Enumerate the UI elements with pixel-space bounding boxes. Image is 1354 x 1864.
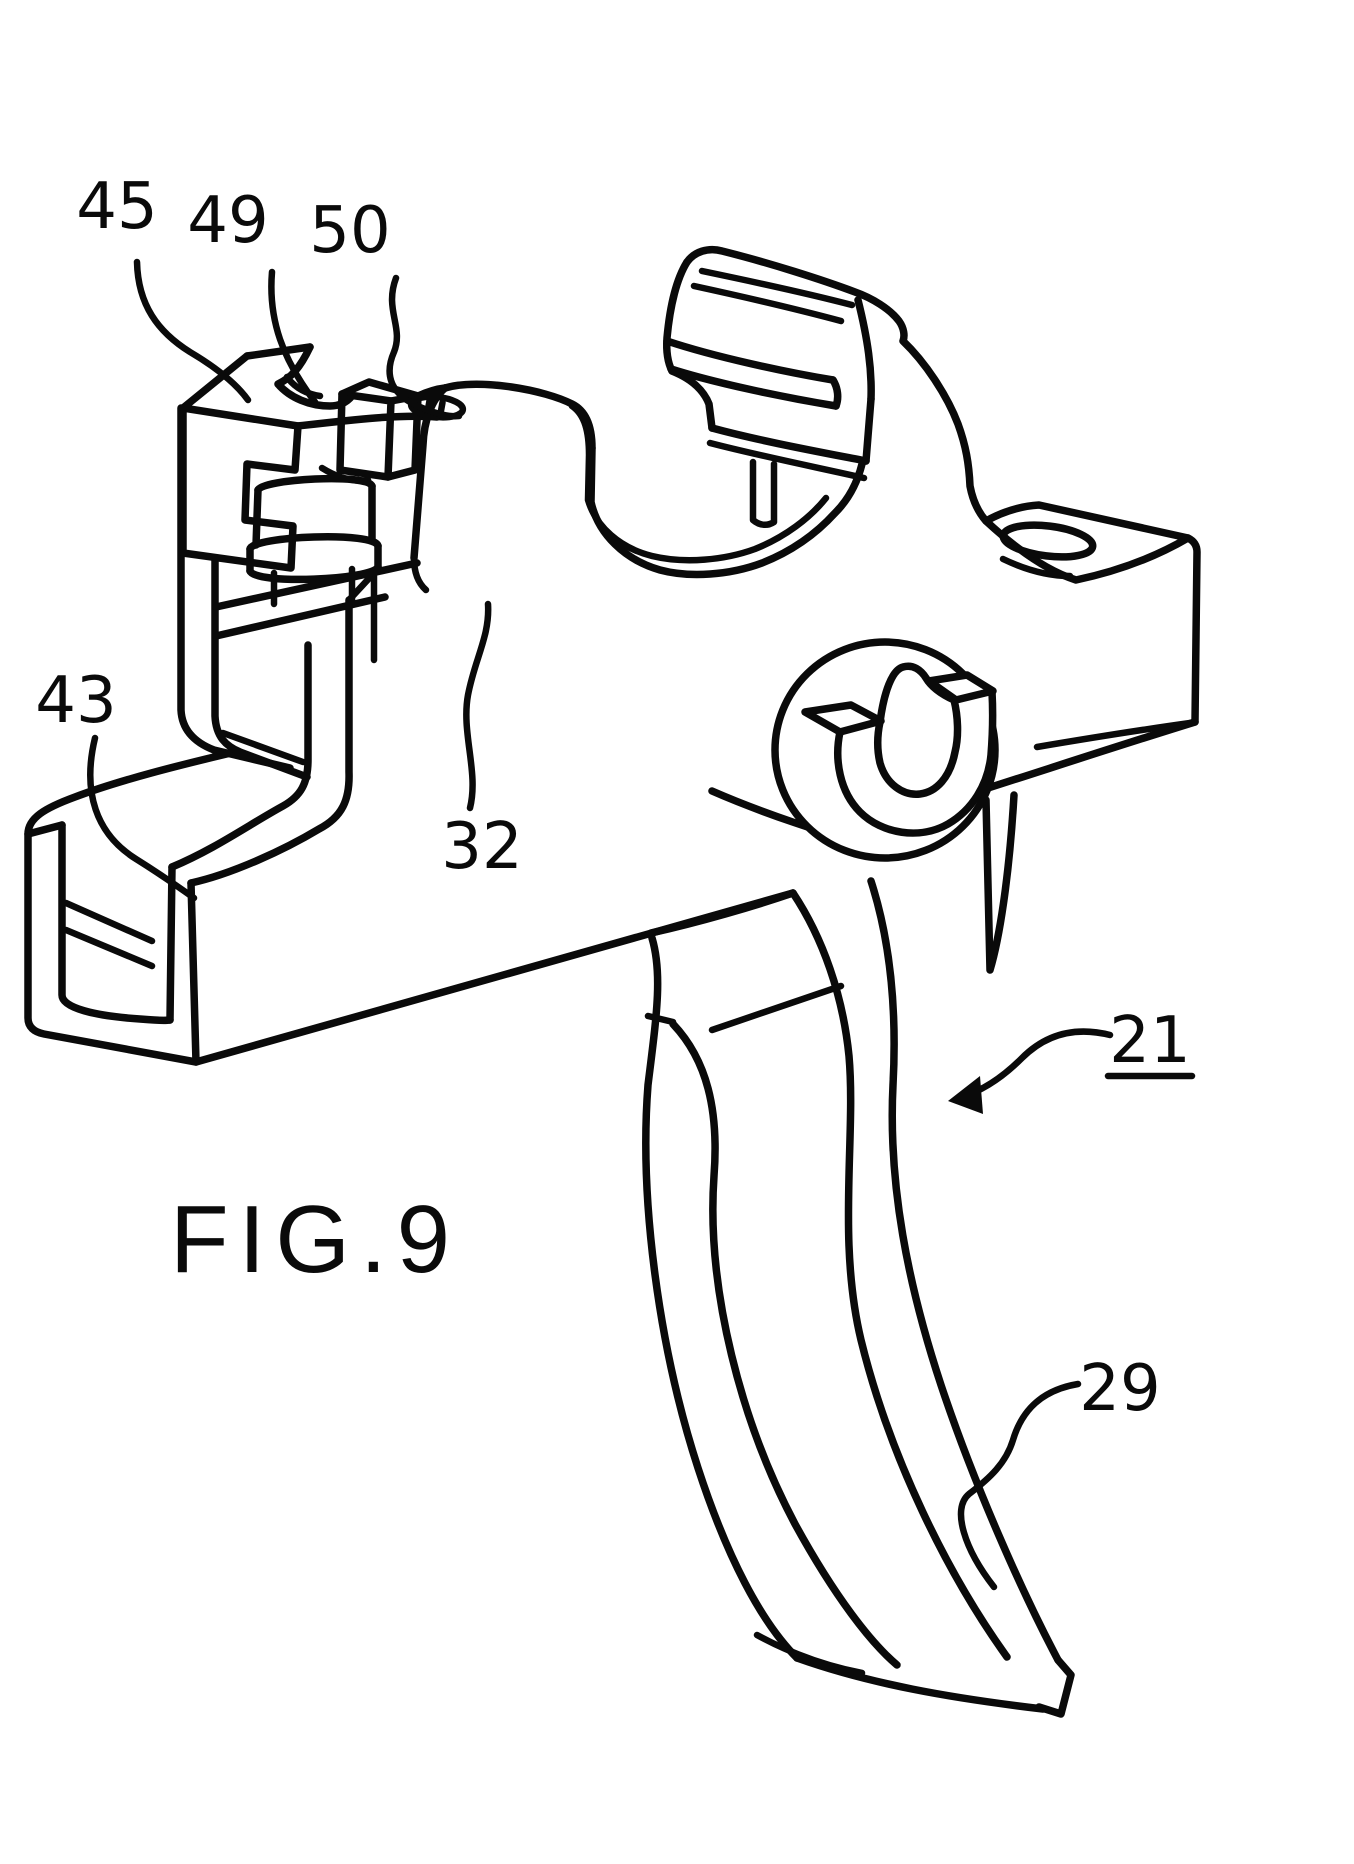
neck-inner-line bbox=[854, 296, 875, 403]
leader-32 bbox=[463, 600, 492, 812]
boss-hole bbox=[874, 662, 962, 798]
saddle-strip-1 bbox=[212, 559, 421, 611]
dome-and-trough bbox=[410, 380, 866, 594]
ref-label-50: 50 bbox=[309, 194, 390, 268]
sear-right-edge bbox=[862, 395, 875, 465]
channel-right-wall-outer bbox=[187, 879, 200, 1066]
lug-hole bbox=[999, 521, 1097, 561]
flange-top-arc bbox=[246, 533, 382, 553]
clamp-top-far-edge bbox=[243, 343, 314, 360]
hook-stripe-2 bbox=[690, 282, 845, 325]
leader-21 bbox=[958, 1028, 1114, 1101]
blade-bottom-edge bbox=[793, 1654, 1047, 1713]
ref-label-21: 21 bbox=[1109, 1004, 1190, 1078]
sear-bottom-edge bbox=[708, 424, 870, 465]
plate-bottom-chamfer bbox=[1033, 719, 1194, 751]
blade-edge-sliver bbox=[753, 1631, 866, 1677]
foot-outline bbox=[24, 748, 797, 1066]
plate-bottom-right-edge bbox=[978, 718, 1199, 794]
lug-right-edge bbox=[1184, 534, 1201, 726]
leader-43 bbox=[87, 734, 198, 902]
hook-top-outline bbox=[683, 245, 990, 525]
leader-29 bbox=[957, 1380, 1082, 1591]
boss-tab-left bbox=[801, 701, 885, 736]
leader-49 bbox=[268, 268, 319, 406]
lug-counterbore-arc bbox=[999, 555, 1074, 580]
trough-inner-sweep bbox=[568, 402, 830, 564]
channel-right-wall-inner bbox=[166, 863, 176, 1024]
leader-21-arrowhead bbox=[948, 1076, 983, 1114]
dome-top-edge bbox=[441, 380, 596, 452]
sear-stripe bbox=[706, 439, 868, 482]
leader-lines bbox=[87, 258, 1196, 1591]
hook-band-end bbox=[829, 376, 842, 410]
tower-right-edge bbox=[211, 556, 311, 781]
figure-caption: FIG.9 bbox=[170, 1186, 460, 1293]
ref-label-32: 32 bbox=[441, 810, 522, 884]
tower-left-edge bbox=[177, 404, 294, 772]
pillar-right-edge bbox=[187, 596, 353, 887]
leader-50 bbox=[386, 274, 463, 420]
boss-tab-right bbox=[925, 671, 997, 704]
channel-inner-left-wall bbox=[58, 821, 174, 1025]
trigger-blade bbox=[642, 877, 1075, 1718]
ref-label-29: 29 bbox=[1079, 1352, 1160, 1426]
hook-band-top bbox=[663, 337, 837, 384]
clamp-front-face bbox=[179, 404, 302, 572]
post-top-edge bbox=[338, 378, 422, 400]
blade-root-top-edge bbox=[647, 889, 797, 937]
post-front-face bbox=[336, 390, 395, 481]
clamp-top-left-edge bbox=[179, 352, 251, 412]
reference-numerals: 45 49 50 43 32 21 29 bbox=[35, 170, 1190, 1426]
blade-curve-2 bbox=[669, 1020, 901, 1669]
blade-curve-3 bbox=[789, 889, 1011, 1661]
plate-lower-sliver bbox=[982, 791, 1018, 974]
pillar-left-edge bbox=[168, 641, 312, 871]
hook-stripe-1 bbox=[698, 267, 856, 309]
blade-curve-4 bbox=[867, 877, 1062, 1664]
sear-hook bbox=[663, 245, 990, 525]
saddle-strip-2 bbox=[212, 593, 389, 640]
channel-wall-top bbox=[24, 821, 66, 838]
cylinder-top-arc bbox=[254, 474, 376, 494]
ref-label-49: 49 bbox=[187, 184, 268, 258]
ref-label-43: 43 bbox=[35, 664, 116, 738]
blade-root-connector-1 bbox=[644, 1012, 677, 1026]
dome-lower-tail bbox=[410, 554, 430, 594]
hook-band-bottom bbox=[667, 365, 840, 410]
trigger-housing bbox=[24, 404, 797, 1066]
vane-edges bbox=[749, 458, 778, 528]
channel-farwall-line-2 bbox=[62, 926, 156, 970]
dome-right-trough-sweep bbox=[587, 444, 866, 579]
leader-45 bbox=[133, 258, 252, 404]
blade-root-shelf bbox=[708, 982, 845, 1034]
channel-farwall-line-1 bbox=[62, 899, 156, 945]
cylinder-sides bbox=[252, 482, 376, 549]
ref-label-45: 45 bbox=[76, 170, 157, 244]
pivot-boss bbox=[771, 638, 999, 862]
sear-left-edge bbox=[668, 367, 716, 432]
clamp-bowl-inner-lip bbox=[283, 373, 324, 400]
blade-tip-face bbox=[1035, 1656, 1075, 1718]
hook-left-edge bbox=[663, 258, 691, 375]
step-mid-line bbox=[219, 729, 307, 766]
dome-left-edge bbox=[410, 384, 449, 562]
